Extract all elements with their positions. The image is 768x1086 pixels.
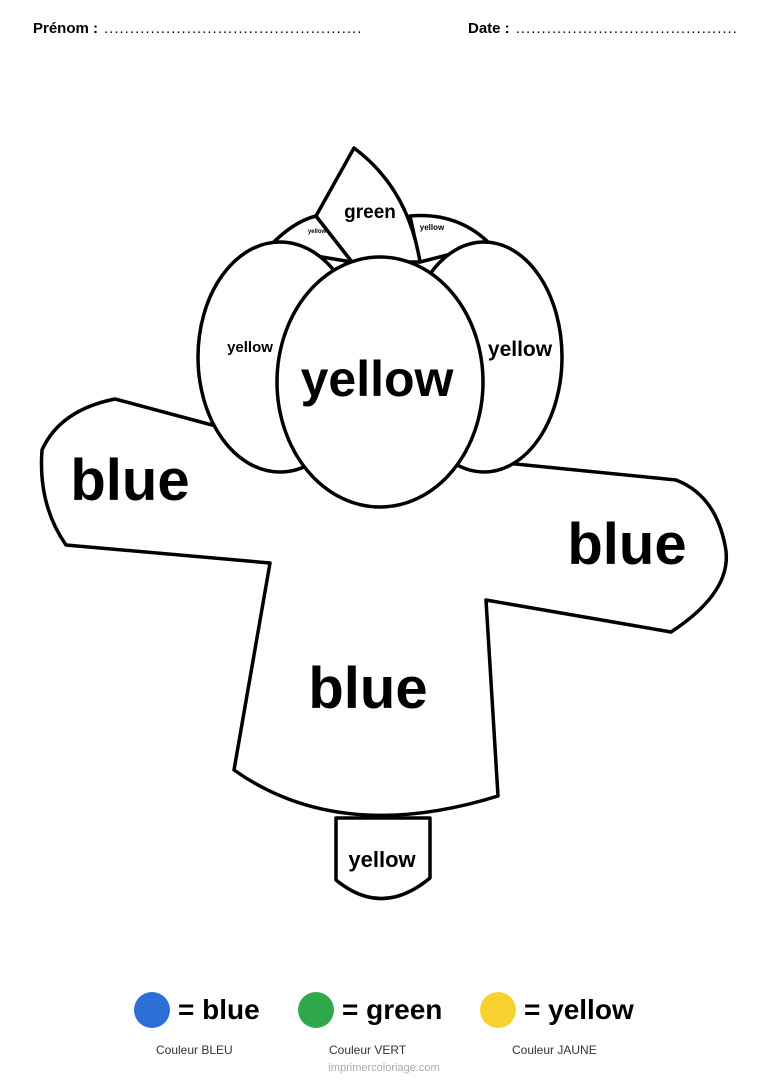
right-arm-label: blue [567, 512, 686, 577]
stick-label: yellow [348, 847, 416, 872]
name-field: Prénom : ...............................… [33, 20, 362, 37]
body-region [39, 397, 728, 818]
center-head-region [275, 255, 485, 509]
date-label: Date : [468, 20, 510, 37]
right-head-label: yellow [488, 338, 553, 361]
center-head-label: yellow [301, 351, 454, 407]
hat-label: green [344, 202, 396, 223]
legend-word-green: = green [342, 994, 443, 1025]
footer-credit: imprimercoloriage.com [328, 1062, 440, 1074]
hat-region [314, 146, 422, 264]
yellow-swatch [480, 992, 516, 1028]
left-arm-label: blue [70, 448, 189, 513]
legend-caption-green: Couleur VERT [329, 1043, 407, 1057]
legend-item-green: = green [298, 992, 442, 1028]
name-label: Prénom : [33, 20, 99, 37]
date-blank-line: ........................................… [515, 20, 738, 37]
green-swatch [298, 992, 334, 1028]
color-legend: = blue = green = yellow [0, 992, 768, 1032]
left-head-label: yellow [227, 339, 273, 356]
legend-caption-blue: Couleur BLEU [156, 1043, 233, 1057]
hat-right-brim-label: yellow [420, 223, 445, 232]
legend-item-yellow: = yellow [480, 992, 634, 1028]
legend-caption-yellow: Couleur JAUNE [512, 1043, 597, 1057]
legend-word-blue: = blue [178, 994, 260, 1025]
hat-left-brim-label: yellow [308, 229, 327, 235]
blue-swatch [134, 992, 170, 1028]
body-label: blue [308, 656, 427, 721]
date-field: Date : .................................… [468, 20, 738, 37]
legend-word-yellow: = yellow [524, 994, 634, 1025]
stick-region [334, 816, 432, 901]
name-blank-line: ........................................… [104, 20, 363, 37]
legend-item-blue: = blue [134, 992, 260, 1028]
